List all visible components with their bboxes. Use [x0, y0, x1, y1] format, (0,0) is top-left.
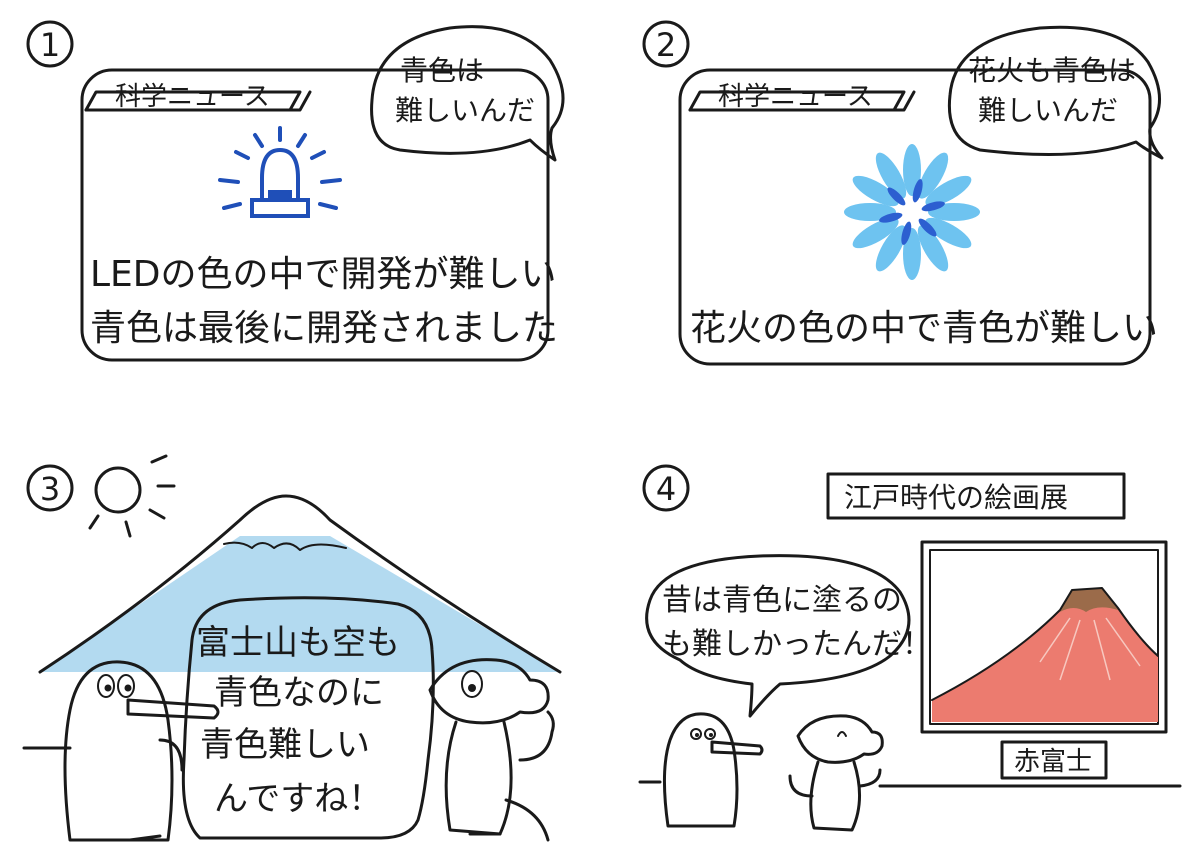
painting-title: 赤富士: [1014, 747, 1092, 777]
panel-3-speech-line-4: んですね！: [214, 779, 382, 819]
panel-1-caption-line-2: 青色は最後に開発されました: [90, 308, 558, 349]
panel-3-number: 3: [40, 470, 60, 508]
panel-3-speech-line-2: 青色なのに: [214, 673, 384, 713]
panel-1-news-label: 科学ニュース: [115, 82, 270, 112]
panel-4-speech-line-2: も難しかったんだ！: [662, 627, 932, 662]
red-fuji-painting: [920, 540, 1168, 734]
panel-2-caption-line-1: 花火の色の中で青色が難しい: [690, 308, 1158, 349]
panel-4-speech-line-1: 昔は青色に塗るの: [662, 583, 902, 618]
panel-1-number: 1: [40, 26, 60, 64]
panel-3-speech-line-3: 青色難しい: [200, 725, 370, 765]
blue-firework-icon: [844, 144, 980, 280]
panel-1: 1 科学ニュース LEDの色の中で開発が難しい 青色は最後に開発さ: [26, 20, 565, 362]
panel-1-speech-bubble: [370, 25, 565, 162]
panel-2-speech-bubble: [947, 25, 1164, 160]
panel-2-number: 2: [656, 26, 676, 64]
panel-2: 2 科学ニュース: [642, 20, 1164, 366]
panel-1-tv-frame: [80, 68, 550, 362]
mouse-character-small: [788, 714, 884, 832]
panel-3: 3 富士山も空も: [22, 454, 562, 842]
panel-4-number: 4: [656, 470, 676, 508]
bird-character-left: [63, 660, 220, 842]
panel-4: 4 江戸時代の絵画展 赤富士 昔は青色に塗るの も難しかったんだ！: [638, 464, 1182, 832]
painting-title-plaque: [1000, 740, 1108, 780]
panel-2-news-label: 科学ニュース: [718, 82, 873, 112]
panel-1-speech-line-1: 青色は: [400, 54, 484, 87]
sun-icon: [88, 454, 176, 538]
panel-2-speech-line-1: 花火も青色は: [968, 54, 1136, 87]
exhibit-sign-text: 江戸時代の絵画展: [844, 481, 1068, 514]
mouse-character-right: [428, 658, 555, 842]
panel-2-tv-frame: [678, 68, 1152, 366]
panel-1-caption-line-1: LEDの色の中で開発が難しい: [90, 254, 557, 295]
panel-4-speech-bubble: [645, 554, 911, 718]
panel-2-speech-line-2: 難しいんだ: [978, 94, 1118, 127]
bird-character-small: [662, 712, 764, 828]
blue-led-icon: [218, 126, 342, 218]
panel-3-speech-bubble: [181, 596, 435, 840]
panel-3-speech-line-1: 富士山も空も: [196, 623, 400, 663]
panel-1-speech-line-2: 難しいんだ: [395, 94, 535, 127]
exhibit-sign-box: [826, 472, 1126, 520]
